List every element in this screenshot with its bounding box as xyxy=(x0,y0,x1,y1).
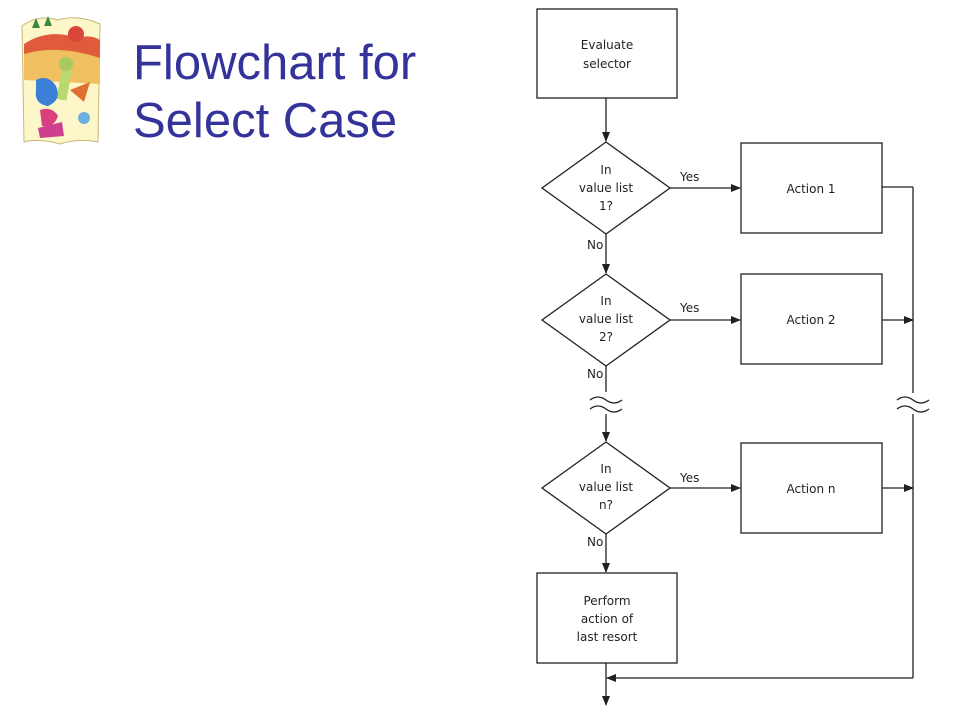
break-mark-left xyxy=(589,396,623,413)
final-text-1: Perform xyxy=(583,594,630,608)
evaluate-selector-box xyxy=(536,8,678,99)
final-text-2: action of xyxy=(581,612,634,626)
break-mark-right xyxy=(896,396,930,413)
decision-2-text-1: In xyxy=(600,294,611,308)
no-label-2: No xyxy=(587,367,603,381)
action-2-text: Action 2 xyxy=(786,313,835,327)
no-label-1: No xyxy=(587,238,603,252)
last-resort-box xyxy=(536,572,678,664)
decision-n-text-2: value list xyxy=(579,480,634,494)
decision-n-text-1: In xyxy=(600,462,611,476)
action-1-box xyxy=(740,142,883,234)
title-line-2: Select Case xyxy=(133,94,398,148)
yes-label-1: Yes xyxy=(679,170,699,184)
start-text-1: Evaluate xyxy=(581,38,633,52)
final-text-3: last resort xyxy=(577,630,638,644)
decision-2-text-3: 2? xyxy=(599,330,613,344)
cartoon-clipart-icon xyxy=(21,16,101,145)
yes-label-n: Yes xyxy=(679,471,699,485)
action-2-box xyxy=(740,273,883,365)
action-n-text: Action n xyxy=(786,482,835,496)
no-label-n: No xyxy=(587,535,603,549)
decision-1-text-2: value list xyxy=(579,181,634,195)
decision-n-text-3: n? xyxy=(599,498,613,512)
action-1-text: Action 1 xyxy=(786,182,835,196)
page-title: Flowchart for Select Case xyxy=(133,34,416,150)
start-text-2: selector xyxy=(583,57,631,71)
decision-1-text-3: 1? xyxy=(599,199,613,213)
title-line-1: Flowchart for xyxy=(133,36,417,90)
decision-2-text-2: value list xyxy=(579,312,634,326)
yes-label-2: Yes xyxy=(679,301,699,315)
decision-1-text-1: In xyxy=(600,163,611,177)
